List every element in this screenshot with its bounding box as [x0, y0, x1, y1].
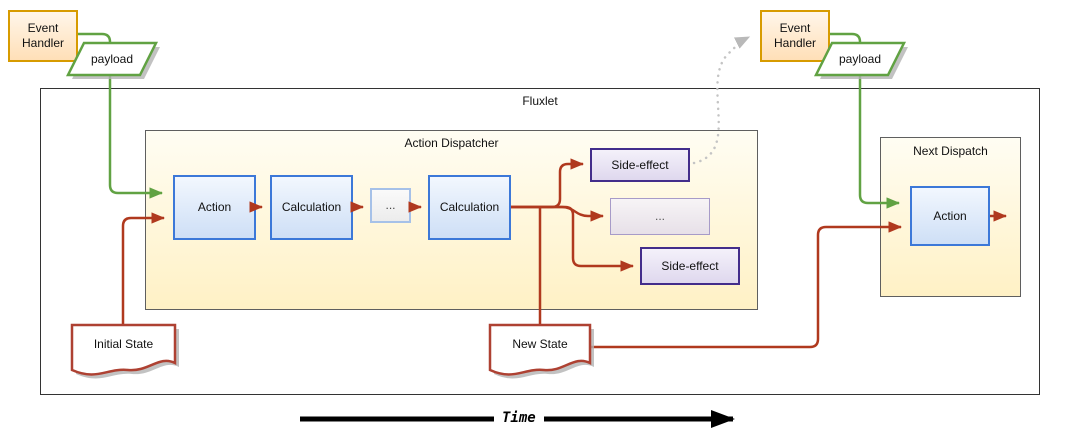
event-handler-right-label: Event Handler — [773, 21, 817, 50]
initial-state-label: Initial State — [93, 336, 154, 351]
event-handler-left-label: Event Handler — [21, 21, 65, 50]
event-handler-node-left: Event Handler — [8, 10, 78, 62]
next-dispatch-title: Next Dispatch — [913, 144, 988, 158]
time-axis-label: Time — [494, 410, 544, 426]
side-effect-node-2: Side-effect — [640, 247, 740, 285]
calculation-node-2: Calculation — [428, 175, 511, 240]
new-state-label: New State — [512, 336, 568, 351]
side-effect-ellipsis-label: ... — [654, 209, 665, 223]
action-dispatcher-title: Action Dispatcher — [404, 136, 499, 150]
side-effect-2-label: Side-effect — [661, 258, 719, 273]
action-node: Action — [173, 175, 256, 240]
calculation-ellipsis-node: ... — [370, 188, 411, 223]
payload-right-label: payload — [838, 51, 882, 66]
calculation-1-label: Calculation — [281, 200, 342, 214]
action-node-label: Action — [197, 200, 232, 214]
payload-left-label: payload — [90, 51, 134, 66]
next-dispatch-action-label: Action — [933, 208, 967, 223]
side-effect-node-1: Side-effect — [590, 148, 690, 182]
next-dispatch-action-node: Action — [910, 186, 990, 246]
calculation-node-1: Calculation — [270, 175, 353, 240]
calculation-ellipsis-label: ... — [385, 198, 396, 212]
side-effect-ellipsis-node: ... — [610, 198, 710, 235]
event-handler-node-right: Event Handler — [760, 10, 830, 62]
calculation-2-label: Calculation — [439, 200, 500, 214]
side-effect-1-label: Side-effect — [611, 157, 669, 172]
fluxlet-title: Fluxlet — [522, 94, 558, 108]
